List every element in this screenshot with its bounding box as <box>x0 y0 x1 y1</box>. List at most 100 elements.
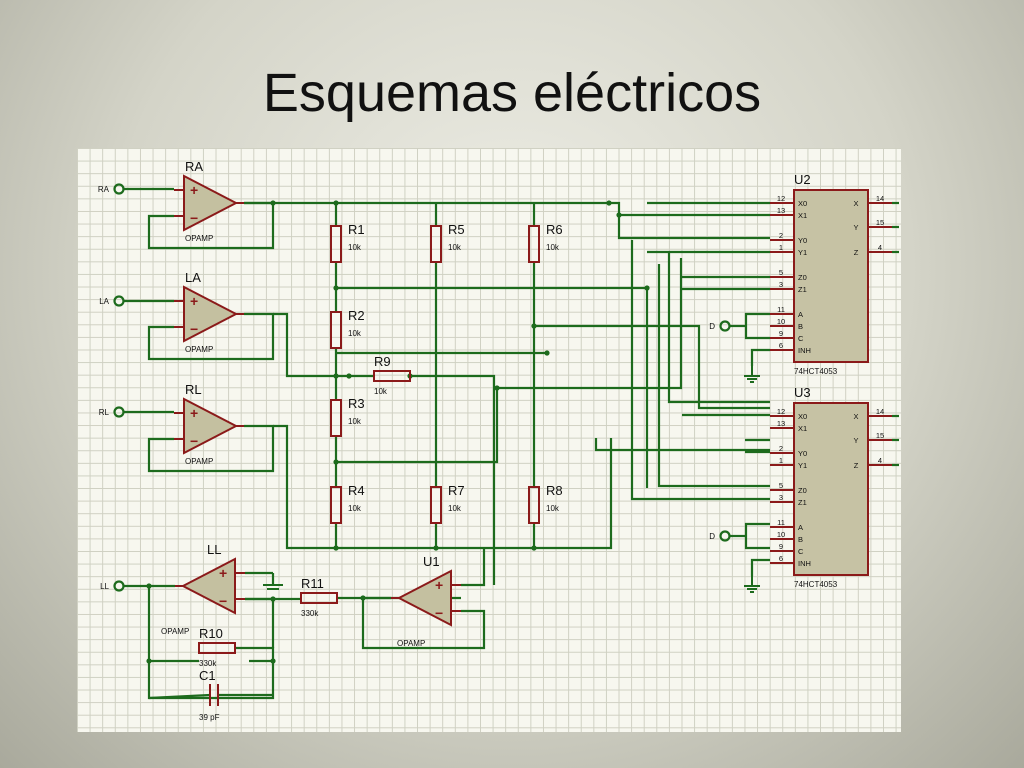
resistor-name-label: R4 <box>348 483 365 498</box>
junction-dot <box>494 385 500 391</box>
opamp-type-label: OPAMP <box>185 234 213 243</box>
wire <box>667 252 770 404</box>
chip-u2 <box>793 189 869 363</box>
wire <box>609 201 770 240</box>
resistor-r6 <box>528 225 540 263</box>
resistor-name-label: R10 <box>199 626 223 641</box>
components <box>113 174 892 706</box>
chip-pin-name: X0 <box>798 199 807 208</box>
chip-pin-name: X <box>853 199 858 208</box>
wire <box>361 598 486 650</box>
chip-pin-name: Y <box>853 436 858 445</box>
junction-dot <box>544 350 550 356</box>
plus-sign: + <box>190 182 198 198</box>
resistor-name-label: R5 <box>448 222 465 237</box>
input-terminal <box>113 580 125 592</box>
resistor-value-label: 10k <box>546 243 560 252</box>
wire <box>245 597 275 648</box>
resistor-r9 <box>373 370 411 382</box>
chip-pin-number: 6 <box>779 341 783 350</box>
chip-pin-number: 14 <box>876 407 884 416</box>
chip-pin-number: 11 <box>777 305 785 314</box>
labels: +−OPAMPRA+−OPAMPLA+−OPAMPRL+−OPAMPLL+−OP… <box>98 159 884 722</box>
chip-pin-number: 5 <box>779 268 783 277</box>
chip-name-label: U2 <box>794 172 811 187</box>
junction-dot <box>616 212 622 218</box>
chip-pin-name: Y0 <box>798 236 807 245</box>
input-label-d2: D <box>709 532 715 541</box>
wire <box>235 646 275 661</box>
wire <box>461 548 486 587</box>
opamp-type-label: OPAMP <box>161 627 189 636</box>
resistor-r11 <box>300 592 338 604</box>
wire <box>273 312 374 378</box>
wire <box>147 424 275 473</box>
chip-pin-name: Z0 <box>798 486 807 495</box>
chip-pin-number: 4 <box>878 456 882 465</box>
opamp-type-label: OPAMP <box>185 457 213 466</box>
input-terminal <box>113 406 125 418</box>
plus-sign: + <box>190 405 198 421</box>
wire <box>630 240 770 501</box>
minus-sign: − <box>219 593 227 609</box>
resistor-value-label: 10k <box>546 504 560 513</box>
junction-dot <box>644 285 650 291</box>
resistor-r8 <box>528 486 540 524</box>
chip-pin-name: Z <box>854 461 859 470</box>
opamp-name-label: RL <box>185 382 202 397</box>
chip-pin-number: 4 <box>878 243 882 252</box>
resistor-name-label: R6 <box>546 222 563 237</box>
chip-pin-name: A <box>798 310 803 319</box>
input-terminal <box>719 530 731 542</box>
wire <box>744 312 770 340</box>
chip-pin-number: 12 <box>777 407 785 416</box>
wire <box>147 312 275 361</box>
chip-pin-number: 12 <box>777 194 785 203</box>
opamp-u1 <box>396 569 452 627</box>
minus-sign: − <box>190 210 198 226</box>
chip-pin-number: 1 <box>779 243 783 252</box>
capacitor-name-label: C1 <box>199 668 216 683</box>
minus-sign: − <box>435 605 443 621</box>
resistor-name-label: R2 <box>348 308 365 323</box>
chip-pin-name: INH <box>798 559 811 568</box>
resistor-value-label: 330k <box>301 609 319 618</box>
chip-pin-name: Z <box>854 248 859 257</box>
opamp-name-label: U1 <box>423 554 440 569</box>
chip-pin-number: 10 <box>777 317 785 326</box>
chip-pin-number: 9 <box>779 542 783 551</box>
opamp-name-label: LL <box>207 542 221 557</box>
resistor-name-label: R3 <box>348 396 365 411</box>
resistor-r1 <box>330 225 342 263</box>
chip-pin-name: Z0 <box>798 273 807 282</box>
chip-pin-name: Z1 <box>798 498 807 507</box>
wire <box>657 264 770 488</box>
chip-pin-name: B <box>798 535 803 544</box>
junction-dot <box>270 200 276 206</box>
wire <box>744 522 770 550</box>
chip-part-label: 74HCT4053 <box>794 367 838 376</box>
chip-pin-number: 2 <box>779 231 783 240</box>
junction-dot <box>333 545 339 551</box>
resistor-r10 <box>198 642 236 654</box>
chip-pin-number: 15 <box>876 431 884 440</box>
chip-pin-number: 2 <box>779 444 783 453</box>
chip-pin-number: 10 <box>777 530 785 539</box>
resistor-r3 <box>330 399 342 437</box>
wire <box>410 374 496 585</box>
input-terminal <box>113 295 125 307</box>
chip-pin-number: 5 <box>779 481 783 490</box>
resistor-value-label: 10k <box>448 243 462 252</box>
resistor-name-label: R1 <box>348 222 365 237</box>
resistor-value-label: 10k <box>348 504 362 513</box>
chip-pin-name: X <box>853 412 858 421</box>
chip-pin-name: Y <box>853 223 858 232</box>
chip-pin-name: C <box>798 334 804 343</box>
chip-pin-name: X0 <box>798 412 807 421</box>
resistor-r5 <box>430 225 442 263</box>
opamp-la <box>183 285 239 343</box>
resistor-r4 <box>330 486 342 524</box>
minus-sign: − <box>190 433 198 449</box>
wire <box>148 693 211 700</box>
